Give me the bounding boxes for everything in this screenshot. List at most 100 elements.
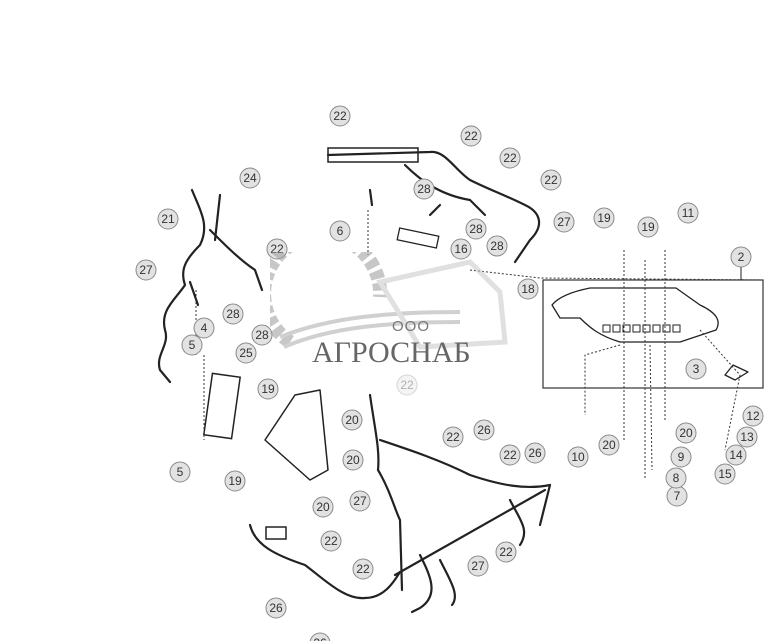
callout-27: 27 [553, 211, 575, 233]
svg-text:22: 22 [333, 109, 347, 123]
svg-text:22: 22 [400, 378, 414, 392]
callout-7: 7 [666, 485, 688, 507]
svg-text:24: 24 [243, 171, 257, 185]
svg-text:28: 28 [490, 239, 504, 253]
callout-19: 19 [593, 207, 615, 229]
callout-20: 20 [598, 434, 620, 456]
callout-20: 20 [675, 422, 697, 444]
svg-text:26: 26 [269, 601, 283, 615]
svg-text:22: 22 [544, 173, 558, 187]
svg-text:27: 27 [353, 494, 367, 508]
callout-19: 19 [637, 216, 659, 238]
callout-28: 28 [486, 235, 508, 257]
svg-text:5: 5 [189, 338, 196, 352]
connector-slot [602, 324, 611, 333]
callout-12: 12 [742, 405, 764, 427]
callout-18: 18 [517, 278, 539, 300]
svg-text:19: 19 [261, 382, 275, 396]
callout-20: 20 [312, 496, 334, 518]
svg-text:22: 22 [499, 545, 513, 559]
connector-slot [622, 324, 631, 333]
callout-27: 27 [467, 555, 489, 577]
callout-22: 22 [499, 444, 521, 466]
callout-27: 27 [135, 259, 157, 281]
svg-text:11: 11 [682, 206, 695, 220]
svg-text:16: 16 [454, 242, 468, 256]
svg-text:10: 10 [571, 450, 585, 464]
callout-16: 16 [450, 238, 472, 260]
callout-28: 28 [413, 178, 435, 200]
callout-22: 22 [320, 530, 342, 552]
callout-2: 2 [730, 246, 752, 268]
svg-text:22: 22 [324, 534, 338, 548]
svg-text:22: 22 [503, 151, 517, 165]
callout-3: 3 [685, 358, 707, 380]
callout-22: 22 [540, 169, 562, 191]
svg-text:27: 27 [557, 215, 571, 229]
callout-19: 19 [257, 378, 279, 400]
connector-slot [652, 324, 661, 333]
callout-26: 26 [309, 632, 331, 641]
callout-25: 25 [235, 342, 257, 364]
svg-text:22: 22 [356, 562, 370, 576]
callout-8: 8 [665, 467, 687, 489]
svg-text:19: 19 [228, 474, 242, 488]
callout-22: 22 [460, 125, 482, 147]
callout-5: 5 [169, 461, 191, 483]
svg-text:8: 8 [673, 471, 680, 485]
svg-text:26: 26 [313, 636, 327, 641]
svg-text:22: 22 [446, 430, 460, 444]
svg-text:20: 20 [346, 453, 360, 467]
callout-4: 4 [193, 317, 215, 339]
callout-14: 14 [725, 444, 747, 466]
connector-slot [672, 324, 681, 333]
inset-box [542, 279, 764, 389]
connector-slot [642, 324, 651, 333]
svg-text:12: 12 [746, 409, 760, 423]
svg-text:7: 7 [674, 489, 681, 503]
connector-slot [612, 324, 621, 333]
callout-26: 26 [265, 597, 287, 619]
svg-text:19: 19 [597, 211, 611, 225]
svg-text:28: 28 [469, 222, 483, 236]
watermark-name: АГРОСНАБ [312, 336, 471, 369]
svg-text:26: 26 [528, 446, 542, 460]
svg-text:5: 5 [177, 465, 184, 479]
callout-22: 22 [396, 374, 418, 396]
connector-slot [632, 324, 641, 333]
svg-text:22: 22 [503, 448, 517, 462]
svg-text:22: 22 [464, 129, 478, 143]
callout-5: 5 [181, 334, 203, 356]
callout-20: 20 [342, 449, 364, 471]
svg-text:28: 28 [255, 328, 269, 342]
watermark-prefix: ООО [392, 318, 431, 335]
control-unit [551, 287, 719, 343]
callout-24: 24 [239, 167, 261, 189]
callout-20: 20 [341, 409, 363, 431]
svg-text:9: 9 [678, 450, 685, 464]
callout-15: 15 [714, 463, 736, 485]
svg-text:14: 14 [729, 448, 743, 462]
callout-6: 6 [329, 220, 351, 242]
callout-26: 26 [473, 419, 495, 441]
callout-22: 22 [495, 541, 517, 563]
callout-22: 22 [499, 147, 521, 169]
svg-text:3: 3 [693, 362, 700, 376]
harness-left [157, 188, 206, 384]
svg-text:27: 27 [471, 559, 485, 573]
callout-27: 27 [349, 490, 371, 512]
callout-22: 22 [329, 105, 351, 127]
svg-text:4: 4 [201, 321, 208, 335]
callout-21: 21 [157, 208, 179, 230]
callout-9: 9 [670, 446, 692, 468]
callout-28: 28 [465, 218, 487, 240]
svg-text:20: 20 [602, 438, 616, 452]
callout-13: 13 [736, 426, 758, 448]
svg-text:28: 28 [226, 307, 240, 321]
svg-text:27: 27 [139, 263, 153, 277]
svg-text:15: 15 [718, 467, 732, 481]
svg-text:20: 20 [679, 426, 693, 440]
svg-text:20: 20 [345, 413, 359, 427]
svg-text:2: 2 [738, 250, 745, 264]
